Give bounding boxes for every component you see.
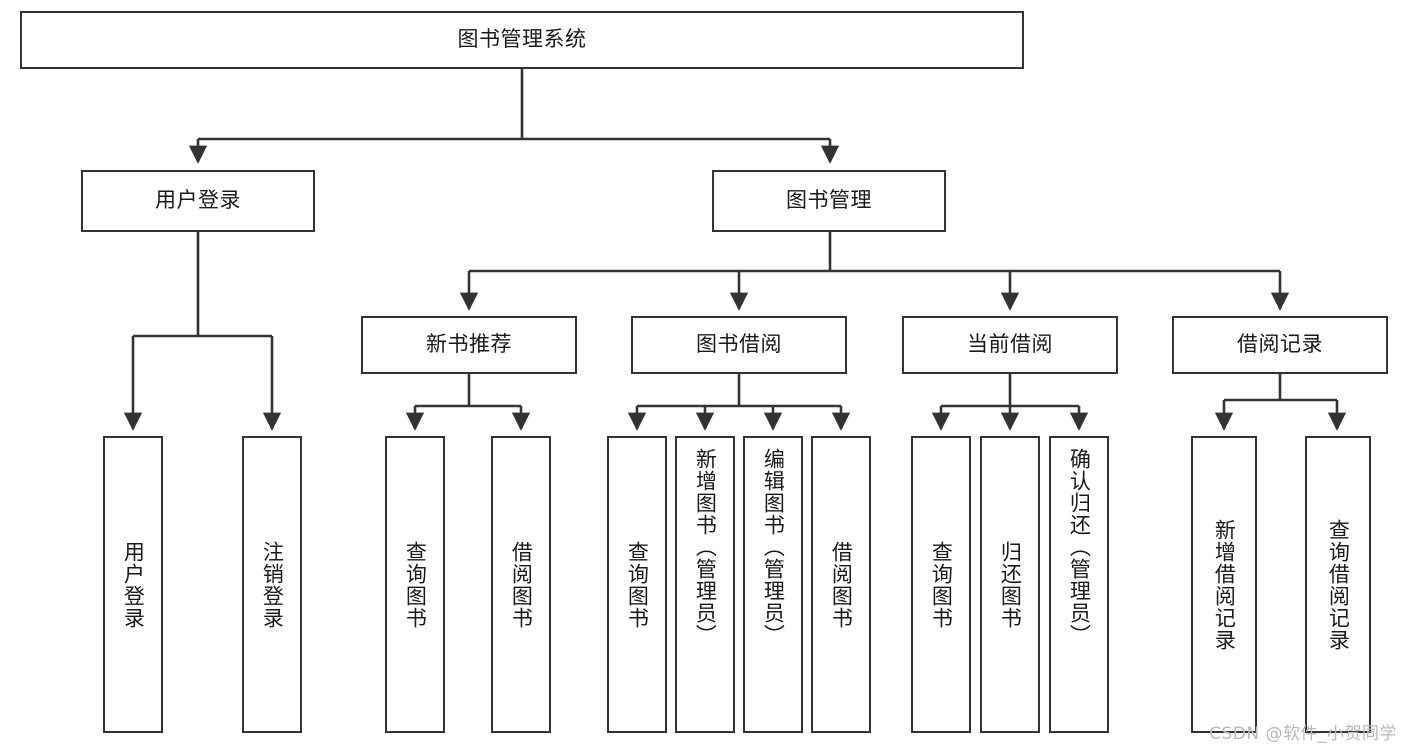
leaf-borrow-book-1[interactable]: 借阅图书 bbox=[491, 436, 551, 733]
node-label: 新增图书（管理员） bbox=[693, 448, 718, 646]
node-label: 用户登录 bbox=[121, 540, 146, 629]
node-label: 确认归还（管理员） bbox=[1067, 448, 1092, 646]
leaf-user-login[interactable]: 用户登录 bbox=[103, 436, 163, 733]
node-book-borrow[interactable]: 图书借阅 bbox=[631, 316, 847, 374]
node-book-manage[interactable]: 图书管理 bbox=[712, 170, 946, 232]
node-label: 查询图书 bbox=[403, 540, 428, 629]
node-borrow-record[interactable]: 借阅记录 bbox=[1172, 316, 1388, 374]
node-label: 注销登录 bbox=[260, 540, 285, 629]
node-label: 编辑图书（管理员） bbox=[761, 448, 786, 646]
leaf-logout-login[interactable]: 注销登录 bbox=[242, 436, 302, 733]
node-label: 新增借阅记录 bbox=[1212, 518, 1237, 651]
node-label: 用户登录 bbox=[155, 188, 241, 213]
leaf-query-book-3[interactable]: 查询图书 bbox=[911, 436, 971, 733]
node-new-book-recommend[interactable]: 新书推荐 bbox=[361, 316, 577, 374]
node-label: 借阅图书 bbox=[829, 540, 854, 629]
node-label: 归还图书 bbox=[998, 540, 1023, 629]
leaf-edit-book[interactable]: 编辑图书（管理员） bbox=[743, 436, 803, 733]
leaf-query-record[interactable]: 查询借阅记录 bbox=[1305, 436, 1371, 733]
node-label: 新书推荐 bbox=[426, 332, 512, 357]
node-label: 借阅记录 bbox=[1237, 332, 1323, 357]
node-label: 借阅图书 bbox=[509, 540, 534, 629]
node-label: 查询图书 bbox=[929, 540, 954, 629]
leaf-query-book-1[interactable]: 查询图书 bbox=[385, 436, 445, 733]
node-label: 查询借阅记录 bbox=[1326, 518, 1351, 651]
node-label: 当前借阅 bbox=[967, 332, 1053, 357]
leaf-query-book-2[interactable]: 查询图书 bbox=[607, 436, 667, 733]
leaf-return-book[interactable]: 归还图书 bbox=[980, 436, 1040, 733]
node-current-borrow[interactable]: 当前借阅 bbox=[902, 316, 1118, 374]
leaf-confirm-return[interactable]: 确认归还（管理员） bbox=[1049, 436, 1109, 733]
node-root-book-management-system[interactable]: 图书管理系统 bbox=[20, 11, 1024, 69]
node-user-login[interactable]: 用户登录 bbox=[81, 170, 315, 232]
node-label: 图书管理系统 bbox=[457, 27, 587, 52]
node-label: 图书借阅 bbox=[696, 332, 782, 357]
node-label: 图书管理 bbox=[786, 188, 872, 213]
leaf-add-book[interactable]: 新增图书（管理员） bbox=[675, 436, 735, 733]
leaf-add-record[interactable]: 新增借阅记录 bbox=[1191, 436, 1257, 733]
csdn-watermark: CSDN @软件_小贺同学 bbox=[1209, 724, 1397, 744]
leaf-borrow-book-2[interactable]: 借阅图书 bbox=[811, 436, 871, 733]
node-label: 查询图书 bbox=[625, 540, 650, 629]
